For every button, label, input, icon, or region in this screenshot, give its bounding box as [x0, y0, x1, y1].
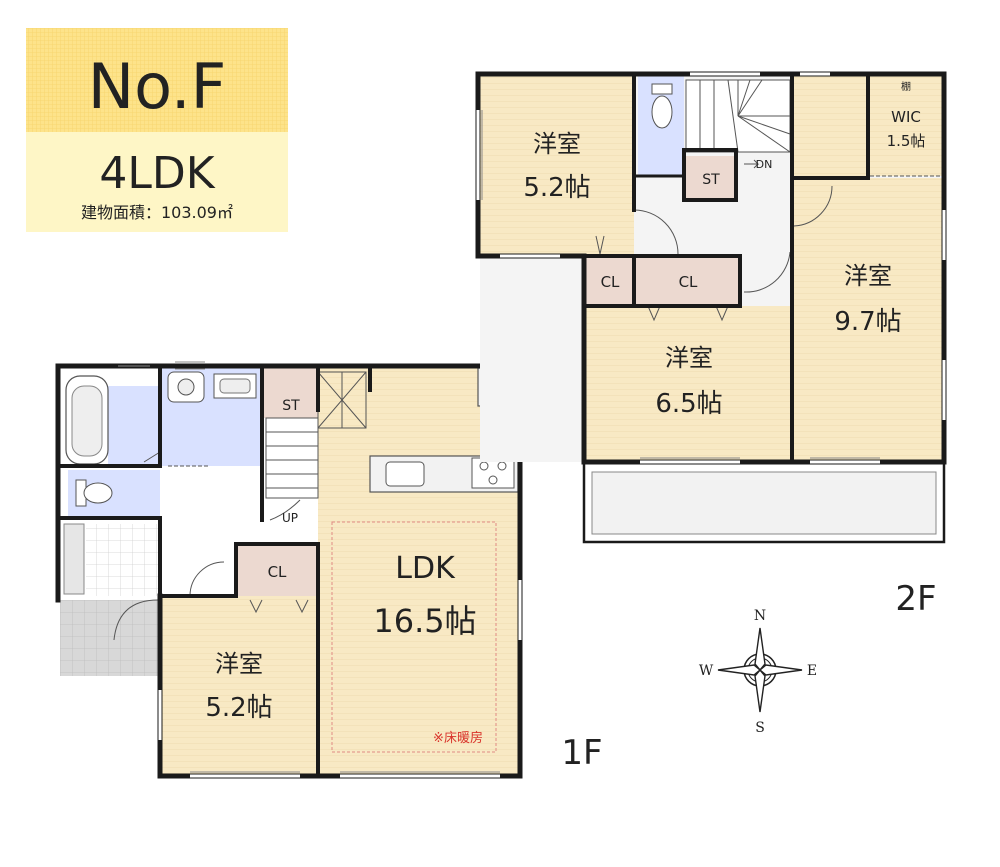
- stair-down-label: DN: [756, 158, 773, 171]
- closet-small-2f: [586, 256, 634, 306]
- kitchen-sink-icon: [385, 461, 425, 487]
- title-block: No.F 4LDK 建物面積：103.09㎡: [26, 28, 288, 232]
- western-room-b-size: 6.5帖: [655, 389, 722, 419]
- compass-east-label: E: [807, 663, 817, 679]
- ldk-size: 16.5帖: [373, 602, 476, 640]
- closet-large-label: CL: [679, 273, 698, 291]
- walls-1f: [55, 363, 523, 779]
- storage-2f: [686, 156, 736, 200]
- floor-heating-note: ※床暖房: [433, 730, 483, 746]
- toilet-2f-icon: [651, 83, 673, 129]
- ldk-label: LDK: [395, 551, 456, 586]
- western-room-1f-floor: [160, 596, 318, 778]
- layout-type: 4LDK: [99, 148, 215, 199]
- compass-north-label: N: [754, 608, 766, 624]
- second-floor-plan: 洋室 5.2帖 ST DN 棚 WIC 1.5帖 CL CL 洋室 6.5帖 洋…: [475, 71, 947, 619]
- plan-number: No.F: [88, 50, 227, 123]
- entrance-porch: [60, 600, 158, 676]
- western-room-b-floor: [586, 306, 792, 462]
- compass-icon: N S E W: [699, 608, 817, 736]
- western-room-c-floor: [792, 178, 944, 462]
- wic-shelf-label: 棚: [901, 80, 911, 93]
- doors-2f: [595, 175, 940, 322]
- shoe-cabinet: [63, 523, 85, 595]
- toilet-icon: [75, 479, 113, 507]
- floor-1-label: 1F: [561, 733, 602, 773]
- compass-west-label: W: [699, 663, 714, 679]
- storage-1f-label: ST: [282, 398, 300, 414]
- closet-large-2f: [636, 256, 740, 306]
- wic-label: WIC: [891, 108, 921, 126]
- western-room-c-label: 洋室: [844, 262, 892, 290]
- floor-heating-area: [331, 521, 497, 753]
- storage-1f: [264, 366, 318, 418]
- western-room-1f-label: 洋室: [215, 650, 263, 678]
- storage-2f-label: ST: [702, 172, 720, 188]
- western-room-a-size: 5.2帖: [523, 173, 590, 203]
- floor-2-label: 2F: [895, 579, 936, 619]
- windows-2f: [476, 72, 946, 464]
- staircase-1f: [265, 371, 367, 499]
- closet-small-label: CL: [601, 273, 620, 291]
- bathroom-floor: [108, 386, 160, 464]
- western-room-a-label: 洋室: [533, 130, 581, 158]
- staircase-2f: [685, 79, 791, 169]
- western-room-a-floor: [480, 76, 634, 256]
- wic-size: 1.5帖: [887, 132, 926, 150]
- stove-icon: [471, 457, 515, 489]
- western-room-b-label: 洋室: [665, 344, 713, 372]
- wic-floor: [868, 76, 944, 176]
- western-room-c-size: 9.7帖: [834, 307, 901, 337]
- walls-2f: [475, 71, 947, 544]
- closet-1f: [236, 546, 318, 596]
- western-room-1f-size: 5.2帖: [205, 693, 272, 723]
- building-area: 建物面積：103.09㎡: [81, 203, 233, 222]
- compass-south-label: S: [755, 720, 765, 736]
- stair-up-label: UP: [282, 511, 298, 525]
- closet-1f-label: CL: [268, 563, 287, 581]
- entrance-hall: [86, 524, 160, 596]
